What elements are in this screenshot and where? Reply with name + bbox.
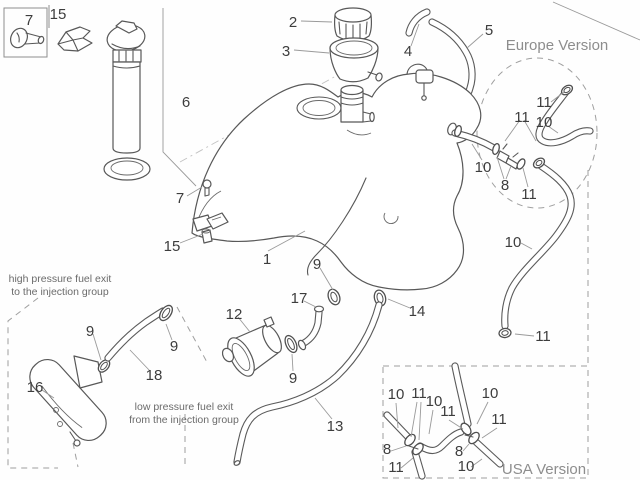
callout-11-usa-b: 11 <box>440 403 456 420</box>
parts-column-boundary <box>162 8 197 187</box>
part-15-bracket <box>201 212 229 244</box>
clamp-9-hose18 <box>158 304 174 322</box>
boundary-lines <box>3 1 640 479</box>
callout-18: 18 <box>146 367 163 384</box>
callout-5: 5 <box>485 22 493 39</box>
part-15-clip <box>57 26 93 52</box>
callout-15-top: 15 <box>50 6 67 23</box>
part-7-rivet <box>10 27 45 49</box>
pump-leader-dashed <box>72 442 79 468</box>
callout-2: 2 <box>289 14 297 31</box>
callout-12: 12 <box>226 306 243 323</box>
tank-saddle-line <box>306 177 367 276</box>
callout-10-eu-a: 10 <box>536 114 553 131</box>
part-3-filler-funnel <box>329 37 383 83</box>
usa-t-fitting-left-8 <box>404 433 424 456</box>
callout-9-hose18: 9 <box>170 338 178 355</box>
callout-8-usa-b: 8 <box>455 443 463 460</box>
part-18-hose <box>104 307 167 362</box>
clamp-9-tank-outlet <box>327 288 341 306</box>
lower-left-boundary <box>7 297 58 469</box>
petcock-fitting <box>415 69 434 101</box>
callout-11-eu-c: 11 <box>521 186 537 203</box>
callout-7-box: 7 <box>25 12 33 29</box>
callout-13: 13 <box>327 418 344 435</box>
leader-lines <box>41 20 565 469</box>
part-1-fuel-tank <box>191 63 482 291</box>
usa-t-fitting-right-8 <box>460 422 480 445</box>
callout-9-tank: 9 <box>313 256 321 273</box>
europe-hose-short <box>451 125 500 155</box>
low-pressure-note-line1: low pressure fuel exit <box>135 401 234 413</box>
tank-seal-ring <box>103 157 151 181</box>
europe-hose-10-upper <box>535 84 594 147</box>
usa-assembly <box>383 362 504 480</box>
callout-11-usa-a: 11 <box>411 385 427 402</box>
callout-9-pump: 9 <box>86 323 94 340</box>
callout-9-filter: 9 <box>289 370 297 387</box>
callout-labels: 7 15 6 2 3 4 5 11 11 10 10 8 11 10 11 7 … <box>25 6 553 476</box>
filler-neck <box>340 84 375 123</box>
callout-11-eu-a: 11 <box>536 94 552 111</box>
callout-11-eu-d: 11 <box>535 328 551 345</box>
callout-14: 14 <box>409 303 426 320</box>
callout-10-usa-b: 10 <box>426 393 443 410</box>
clamp-9-filter <box>284 334 298 354</box>
europe-version-boundary <box>476 57 598 209</box>
callout-11-usa-c: 11 <box>491 411 507 428</box>
callout-4: 4 <box>404 43 412 60</box>
part-2-fuel-cap <box>334 7 372 41</box>
callout-10-usa-d: 10 <box>458 458 475 475</box>
callout-8-eu: 8 <box>501 177 509 194</box>
part-6-level-sensor <box>106 20 146 154</box>
part-7-screw <box>202 179 212 197</box>
callout-11-usa-d: 11 <box>388 459 404 476</box>
part-12-fuel-filter <box>221 316 282 377</box>
callout-16: 16 <box>27 379 44 396</box>
high-pressure-note-line1: high pressure fuel exit <box>9 273 112 285</box>
callout-7-tank: 7 <box>176 190 184 207</box>
callout-17: 17 <box>291 290 308 307</box>
construction-line-topright <box>552 1 640 41</box>
europe-t-fitting-8 <box>496 143 526 170</box>
text-annotations: Europe Version USA Version high pressure… <box>9 37 609 478</box>
callout-3: 3 <box>282 43 290 60</box>
part-17-elbow-pipe <box>297 305 325 351</box>
part-4-hose-stub <box>405 8 431 37</box>
part-13-hose <box>233 301 383 466</box>
europe-version-label: Europe Version <box>506 37 609 54</box>
callout-6: 6 <box>182 94 190 111</box>
usa-version-boundary <box>382 365 589 479</box>
part-7-frame-box <box>3 7 48 58</box>
europe-hose-10-lower <box>498 157 575 339</box>
callout-15-tank: 15 <box>164 238 181 255</box>
callout-10-usa-c: 10 <box>482 385 499 402</box>
callout-11-eu-b: 11 <box>514 109 530 126</box>
part-16-fuel-pump <box>29 355 107 447</box>
high-pressure-note-line2: to the injection group <box>11 286 109 298</box>
usa-version-label: USA Version <box>502 461 586 478</box>
low-pressure-note-line2: from the injection group <box>129 414 239 426</box>
callout-8-usa-a: 8 <box>383 441 391 458</box>
filter-group-boundary <box>176 306 209 365</box>
callout-10-eu-b: 10 <box>475 159 492 176</box>
callout-1: 1 <box>263 251 271 268</box>
callout-10-usa-a: 10 <box>388 386 405 403</box>
callout-10-eu-c: 10 <box>505 234 522 251</box>
